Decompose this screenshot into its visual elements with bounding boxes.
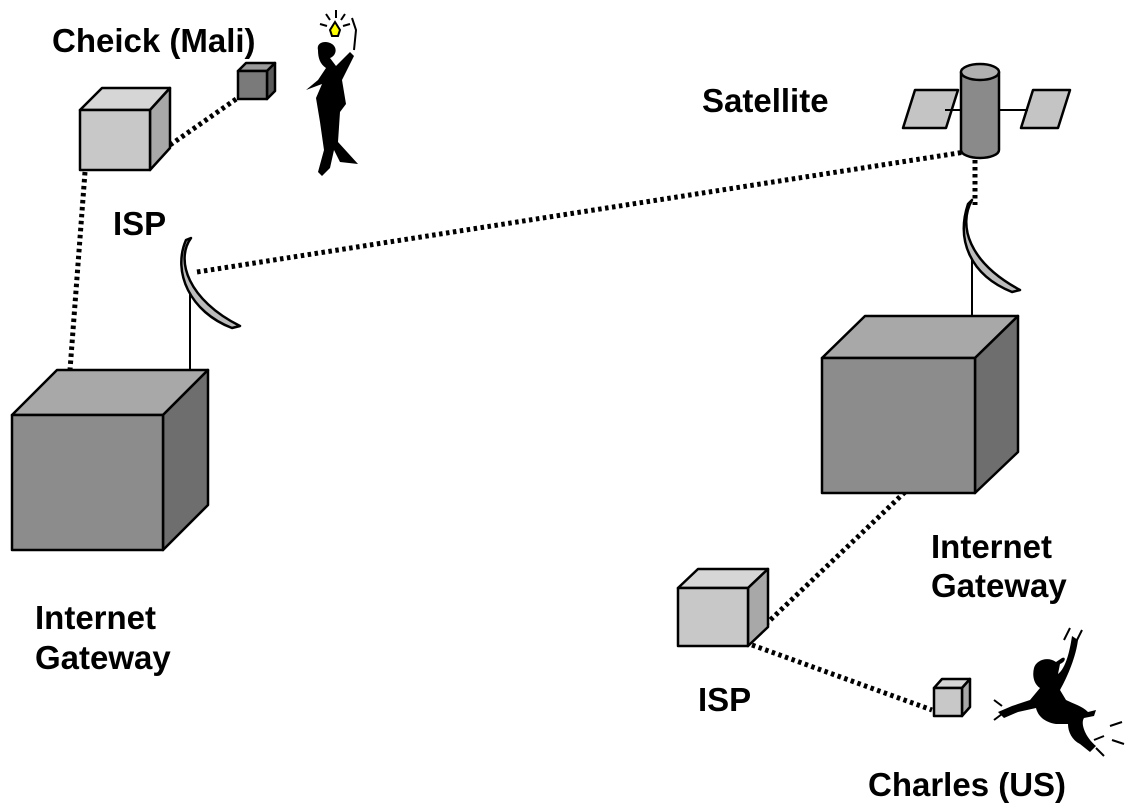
gateway-right-label-line2: Gateway <box>931 567 1067 604</box>
link-cheick-pc-to-isp <box>168 92 244 148</box>
cheick-computer-icon <box>236 61 277 101</box>
isp-right-label: ISP <box>698 681 752 718</box>
gateway-left-label-line1: Internet <box>35 599 157 636</box>
cheick-person-icon <box>306 10 358 176</box>
satellite-dish-right-icon <box>962 198 1022 294</box>
isp-left-server-icon <box>78 86 172 172</box>
cheick-label: Cheick (Mali) <box>52 22 256 59</box>
isp-right-server-icon <box>676 567 770 648</box>
charles-label: Charles (US) <box>868 766 1067 803</box>
satellite-icon <box>901 62 1072 160</box>
charles-person-icon <box>993 627 1125 757</box>
link-isp-to-gateway-left <box>67 171 88 371</box>
link-isp-to-charles-pc <box>751 642 933 713</box>
gateway-right-label-line1: Internet <box>931 528 1053 565</box>
satellite-label: Satellite <box>702 82 829 119</box>
link-dish-left-to-satellite <box>196 149 966 275</box>
gateway-right-server-icon <box>820 314 1020 495</box>
gateway-left-server-icon <box>10 368 210 552</box>
link-gateway-right-to-isp <box>763 490 907 627</box>
gateway-left-label-line2: Gateway <box>35 639 171 676</box>
isp-left-label: ISP <box>113 205 167 242</box>
charles-computer-icon <box>932 677 972 718</box>
satellite-dish-left-icon <box>180 236 242 330</box>
